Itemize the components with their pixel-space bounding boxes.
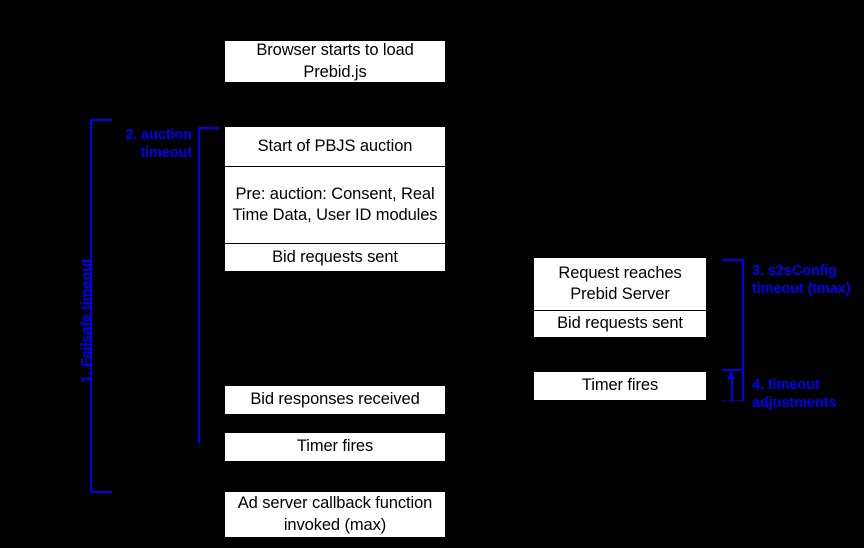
process-box-bid-responses-received: Bid responses received — [225, 386, 445, 414]
failsafe-bracket-bottom-tick — [90, 491, 112, 493]
annotation-label: 4. timeout adjustments — [752, 377, 837, 412]
annotation-label: 1. Failsafe timeout — [79, 258, 95, 383]
process-box-browser-load: Browser starts to load Prebid.js — [225, 41, 445, 82]
process-box-ad-server-callback: Ad server callback function invoked (max… — [225, 492, 445, 537]
process-box-label: Timer fires — [296, 437, 374, 456]
process-box-timer-fires-server: Timer fires — [534, 372, 706, 400]
failsafe-bracket-top-tick — [90, 119, 112, 121]
s2sconfig-bracket-top-tick — [722, 259, 744, 261]
process-box-label: Bid requests sent — [557, 314, 683, 333]
timeout-adjustments-spine — [742, 369, 744, 401]
timeout-adjustments-arrow-shaft — [731, 377, 733, 401]
process-box-label: Bid requests sent — [272, 247, 398, 266]
process-box-label: Browser starts to load Prebid.js — [256, 41, 414, 81]
s2sconfig-bracket-spine — [742, 259, 744, 371]
process-box-timer-fires-client: Timer fires — [225, 433, 445, 461]
annotation-failsafe-timeout: 1. Failsafe timeout — [79, 258, 95, 383]
process-box-bid-requests-sent: Bid requests sent — [225, 243, 445, 271]
annotation-timeout-adjustments: 4. timeout adjustments — [752, 376, 860, 412]
auction-bracket-top-tick — [198, 127, 219, 129]
process-box-label: Bid responses received — [250, 390, 420, 409]
process-box-pre-auction: Pre: auction: Consent, Real Time Data, U… — [225, 166, 445, 243]
process-box-label: Timer fires — [581, 376, 659, 395]
annotation-label: 2. auction timeout — [125, 127, 192, 162]
annotation-s2sconfig-timeout: 3. s2sConfig timeout (tmax) — [752, 262, 862, 298]
process-box-request-reaches-server: Request reaches Prebid Server — [534, 258, 706, 310]
annotation-auction-timeout: 2. auction timeout — [104, 126, 192, 162]
annotation-label: 3. s2sConfig timeout (tmax) — [752, 263, 851, 298]
process-box-label: Request reaches Prebid Server — [558, 263, 682, 303]
failsafe-bracket-spine — [90, 119, 92, 493]
process-box-label: Start of PBJS auction — [257, 136, 413, 155]
process-box-label: Pre: auction: Consent, Real Time Data, U… — [232, 184, 438, 224]
auction-bracket-spine — [198, 127, 200, 443]
timeout-adjustments-arrow-head — [727, 371, 735, 379]
process-box-server-bid-requests-sent: Bid requests sent — [534, 310, 706, 337]
process-box-start-auction: Start of PBJS auction — [225, 127, 445, 166]
s2sconfig-bracket-bottom-tick — [722, 369, 744, 371]
process-box-label: Ad server callback function invoked (max… — [237, 494, 433, 534]
